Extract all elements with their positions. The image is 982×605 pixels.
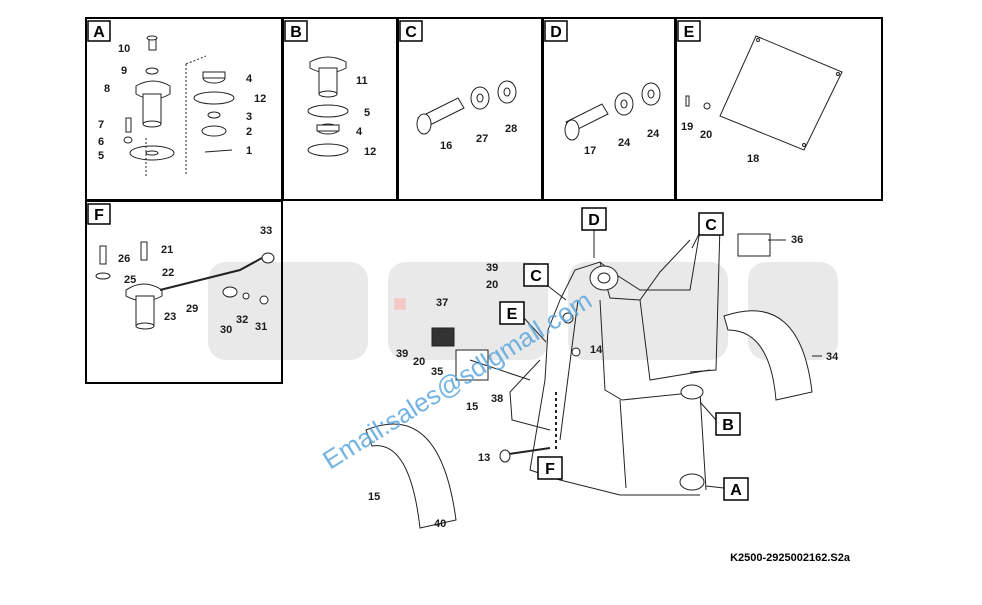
part-label: 36	[791, 234, 803, 246]
part-label: 8	[104, 83, 110, 95]
box-letter-d: D	[550, 24, 562, 41]
part-label: 25	[124, 274, 136, 286]
frame-assembly-drawing	[365, 224, 822, 529]
detail-box-a-frame	[85, 17, 283, 201]
part-label: 5	[364, 107, 370, 119]
part-label: 27	[476, 133, 488, 145]
box-letter-e: E	[684, 24, 695, 41]
part-label: 11	[356, 75, 368, 87]
box-c-part-labels: 16 27 28	[440, 123, 517, 152]
part-label: 24	[618, 137, 631, 149]
drawing-reference-code: K2500-2925002162.S2a	[730, 552, 851, 564]
part-label: 4	[356, 126, 363, 138]
part-label: 37	[436, 297, 448, 309]
part-label: 12	[254, 93, 266, 105]
callout-c-upper: C	[705, 217, 717, 234]
box-letter-f: F	[94, 207, 104, 224]
box-a-part-labels: 10 9 8 7 6 5 4 12 3 2 1	[98, 43, 266, 162]
part-label: 17	[584, 145, 596, 157]
part-label: 1	[246, 145, 252, 157]
part-label: 21	[161, 244, 173, 256]
callout-c-lower: C	[530, 268, 542, 285]
box-a-drawing	[123, 35, 235, 176]
part-label: 23	[164, 311, 176, 323]
part-label: 15	[466, 401, 478, 413]
callout-b: B	[722, 417, 734, 434]
part-label: 20	[486, 279, 498, 291]
part-label: 32	[236, 314, 248, 326]
callout-f: F	[545, 461, 555, 478]
callout-d: D	[588, 212, 600, 229]
part-label: 4	[246, 73, 253, 85]
part-label: 33	[260, 225, 272, 237]
part-label: 24	[647, 128, 660, 140]
callout-e: E	[507, 306, 518, 323]
part-label: 19	[681, 121, 693, 133]
part-label: 16	[440, 140, 452, 152]
part-label: 26	[118, 253, 130, 265]
part-label: 39	[396, 348, 408, 360]
box-d-drawing	[564, 82, 661, 141]
part-label: 22	[162, 267, 174, 279]
box-f-part-labels: 26 21 25 22 29 23 33 30 32 31	[118, 225, 272, 336]
detail-box-e-frame	[675, 17, 883, 201]
main-callouts: D C C E B F A	[499, 207, 749, 501]
part-label: 12	[364, 146, 376, 158]
part-label: 13	[478, 452, 490, 464]
box-letter-c: C	[405, 24, 417, 41]
box-letter-tags: A B C D E F	[87, 20, 701, 225]
box-f-drawing	[95, 241, 275, 330]
box-c-drawing	[416, 80, 517, 135]
box-e-drawing	[685, 35, 843, 151]
box-b-drawing	[307, 56, 349, 157]
box-d-part-labels: 17 24 24	[584, 128, 660, 157]
part-label: 34	[826, 351, 839, 363]
part-label: 9	[121, 65, 127, 77]
part-label: 38	[491, 393, 503, 405]
part-label: 10	[118, 43, 130, 55]
part-label: 40	[434, 518, 446, 530]
part-label: 7	[98, 119, 104, 131]
callout-a: A	[730, 482, 742, 499]
part-label: 14	[590, 344, 603, 356]
box-letter-a: A	[93, 24, 105, 41]
detail-box-c-frame	[397, 17, 543, 201]
part-label: 31	[255, 321, 267, 333]
box-letter-b: B	[290, 24, 302, 41]
part-label: 28	[505, 123, 517, 135]
main-part-labels: 39 20 37 36 35 39 20 38 15 14 34 13 15 4…	[368, 234, 839, 530]
part-label: 30	[220, 324, 232, 336]
box-e-part-labels: 19 20 18	[681, 121, 759, 165]
part-label: 39	[486, 262, 498, 274]
part-label: 29	[186, 303, 198, 315]
detail-box-f-frame	[85, 200, 283, 384]
part-label: 20	[700, 129, 712, 141]
part-label: 20	[413, 356, 425, 368]
part-label: 6	[98, 136, 104, 148]
part-label: 15	[368, 491, 380, 503]
part-label: 5	[98, 150, 104, 162]
part-label: 35	[431, 366, 443, 378]
detail-box-d-frame	[542, 17, 676, 201]
part-label: 2	[246, 126, 252, 138]
box-b-part-labels: 11 5 4 12	[356, 75, 376, 158]
part-label: 3	[246, 111, 252, 123]
part-label: 18	[747, 153, 759, 165]
